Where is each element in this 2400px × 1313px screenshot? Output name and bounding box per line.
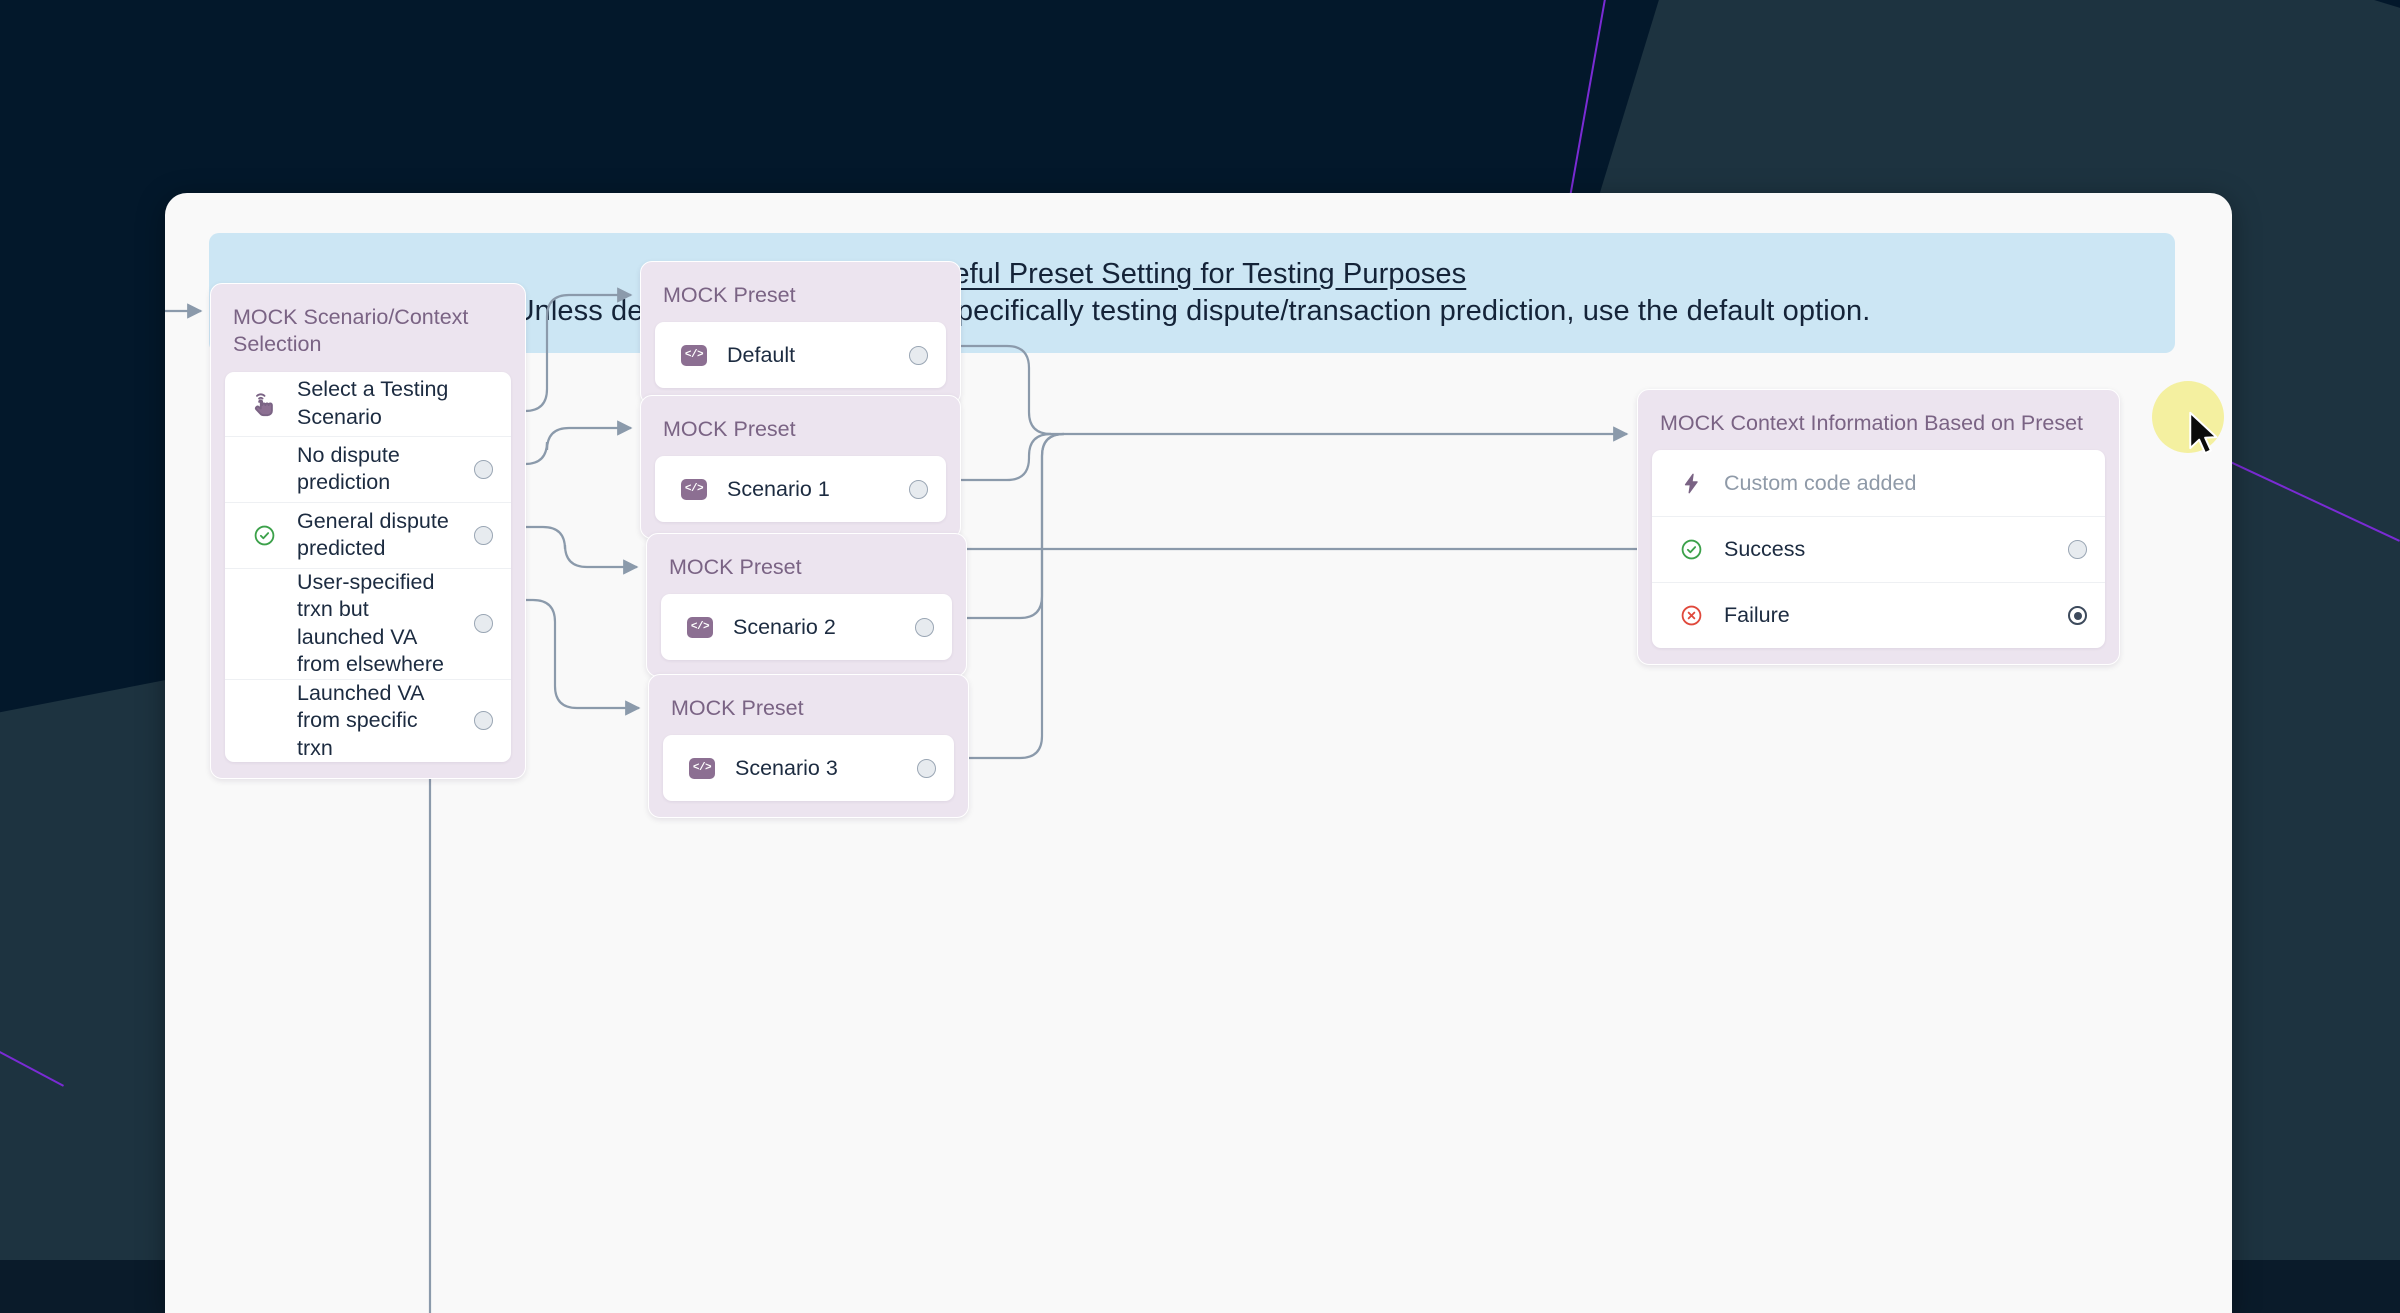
- code-icon: </>: [677, 478, 711, 500]
- check-circle-icon: [247, 524, 281, 547]
- scenario-option-row[interactable]: No dispute prediction: [225, 435, 511, 502]
- scenario-panel-title: MOCK Scenario/Context Selection: [233, 305, 469, 357]
- preset-node-title: MOCK Preset: [663, 283, 796, 307]
- x-circle-icon: [1674, 604, 1708, 627]
- lightning-bolt-icon: [1674, 472, 1708, 495]
- code-icon: </>: [683, 616, 717, 638]
- preset-option-radio[interactable]: [909, 345, 928, 365]
- context-option-label: Failure: [1724, 603, 1790, 628]
- scenario-option-radio[interactable]: [474, 525, 493, 545]
- scenario-option-row[interactable]: General dispute predicted: [225, 501, 511, 568]
- preset-option-label: Scenario 1: [727, 476, 830, 501]
- preset-node-title: MOCK Preset: [663, 417, 796, 441]
- preset-node-title: MOCK Preset: [671, 696, 804, 720]
- scenario-panel-body: Select a Testing Scenario No dispute pre…: [225, 371, 511, 763]
- banner-title: Useful Preset Setting for Testing Purpos…: [917, 258, 1467, 290]
- custom-code-row[interactable]: Custom code added: [1652, 450, 2105, 516]
- select-testing-scenario-label: Select a Testing Scenario: [297, 377, 449, 429]
- preset-node-body: </> Scenario 1: [655, 456, 946, 523]
- flow-canvas[interactable]: Useful Preset Setting for Testing Purpos…: [165, 193, 2232, 1313]
- code-icon: </>: [677, 344, 711, 366]
- context-option-label: Success: [1724, 537, 1806, 562]
- custom-code-label: Custom code added: [1724, 470, 1917, 495]
- scenario-option-radio[interactable]: [474, 614, 493, 634]
- context-panel-body: Custom code added Success Failure: [1652, 450, 2105, 649]
- preset-option-row[interactable]: </> Default: [655, 322, 946, 388]
- mock-preset-node[interactable]: MOCK Preset </> Default: [640, 261, 961, 406]
- preset-option-row[interactable]: </> Scenario 1: [655, 456, 946, 522]
- preset-option-radio[interactable]: [909, 479, 928, 499]
- context-panel-title: MOCK Context Information Based on Preset: [1660, 411, 2084, 435]
- select-testing-scenario-header: Select a Testing Scenario: [225, 372, 511, 436]
- check-circle-icon: [1674, 538, 1708, 561]
- context-option-row[interactable]: Failure: [1652, 582, 2105, 648]
- context-option-row[interactable]: Success: [1652, 516, 2105, 582]
- scenario-option-radio[interactable]: [474, 459, 493, 479]
- mock-context-information-panel[interactable]: MOCK Context Information Based on Preset…: [1637, 389, 2120, 666]
- preset-option-row[interactable]: </> Scenario 2: [661, 594, 952, 660]
- context-option-radio[interactable]: [2068, 540, 2087, 560]
- scenario-option-radio[interactable]: [474, 711, 493, 731]
- preset-node-body: </> Default: [655, 322, 946, 389]
- scenario-option-row[interactable]: User-specified trxn but launched VA from…: [225, 567, 511, 679]
- preset-node-body: </> Scenario 2: [661, 594, 952, 661]
- tap-click-icon: [247, 391, 281, 417]
- preset-option-radio[interactable]: [915, 617, 934, 637]
- scenario-option-row[interactable]: Launched VA from specific trxn: [225, 678, 511, 763]
- click-highlight: [2152, 381, 2224, 453]
- context-option-radio[interactable]: [2068, 606, 2087, 626]
- preset-node-title: MOCK Preset: [669, 555, 802, 579]
- mock-preset-node[interactable]: MOCK Preset </> Scenario 2: [646, 533, 967, 678]
- mock-preset-node[interactable]: MOCK Preset </> Scenario 3: [648, 674, 969, 819]
- mock-scenario-context-selection-panel[interactable]: MOCK Scenario/Context Selection Select a…: [210, 283, 526, 780]
- preset-option-label: Default: [727, 342, 796, 367]
- preset-option-label: Scenario 2: [733, 614, 836, 639]
- preset-node-body: </> Scenario 3: [663, 735, 954, 802]
- scenario-option-label: Launched VA from specific trxn: [297, 680, 424, 760]
- code-icon: </>: [685, 757, 719, 779]
- scenario-option-label: General dispute predicted: [297, 508, 449, 561]
- scenario-option-label: No dispute prediction: [297, 442, 400, 495]
- preset-option-radio[interactable]: [917, 758, 936, 778]
- preset-option-row[interactable]: </> Scenario 3: [663, 735, 954, 801]
- mock-preset-node[interactable]: MOCK Preset </> Scenario 1: [640, 395, 961, 540]
- mouse-pointer-icon: [2189, 411, 2218, 455]
- preset-option-label: Scenario 3: [735, 755, 838, 780]
- scenario-option-label: User-specified trxn but launched VA from…: [297, 569, 444, 677]
